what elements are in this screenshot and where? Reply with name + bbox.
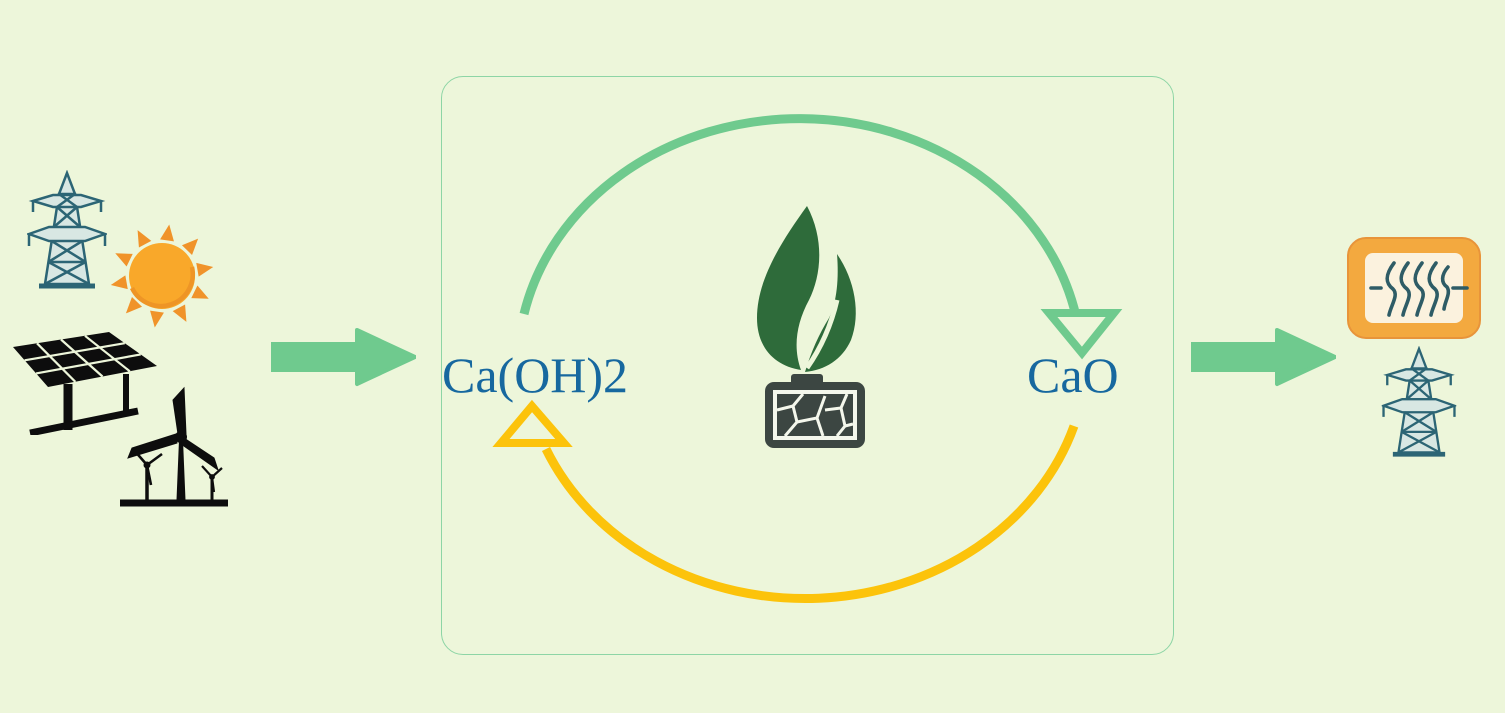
green-energy-storage-icon bbox=[757, 206, 865, 448]
battery-icon bbox=[765, 374, 865, 448]
charge-arc bbox=[519, 114, 1123, 360]
cycle-arcs bbox=[492, 114, 1123, 603]
heater-icon bbox=[1347, 237, 1481, 339]
species-label-caoh2: Ca(OH)2 bbox=[442, 347, 629, 403]
species-label-cao: CaO bbox=[1027, 347, 1119, 403]
output-flow-arrow-icon bbox=[1191, 328, 1336, 386]
sun-icon bbox=[109, 223, 215, 329]
cycle-box: Ca(OH)2 CaO bbox=[441, 76, 1174, 655]
wind-turbines-icon bbox=[120, 386, 228, 507]
transmission-tower-icon bbox=[1381, 346, 1457, 458]
solar-panel-icon bbox=[13, 332, 157, 435]
charge-arrowhead-icon bbox=[1040, 309, 1123, 360]
transmission-tower-icon bbox=[27, 170, 107, 290]
discharge-arc bbox=[492, 399, 1079, 603]
green-flame-icon bbox=[757, 206, 856, 372]
discharge-arrowhead-icon bbox=[492, 399, 573, 447]
input-flow-arrow-icon bbox=[271, 328, 416, 386]
